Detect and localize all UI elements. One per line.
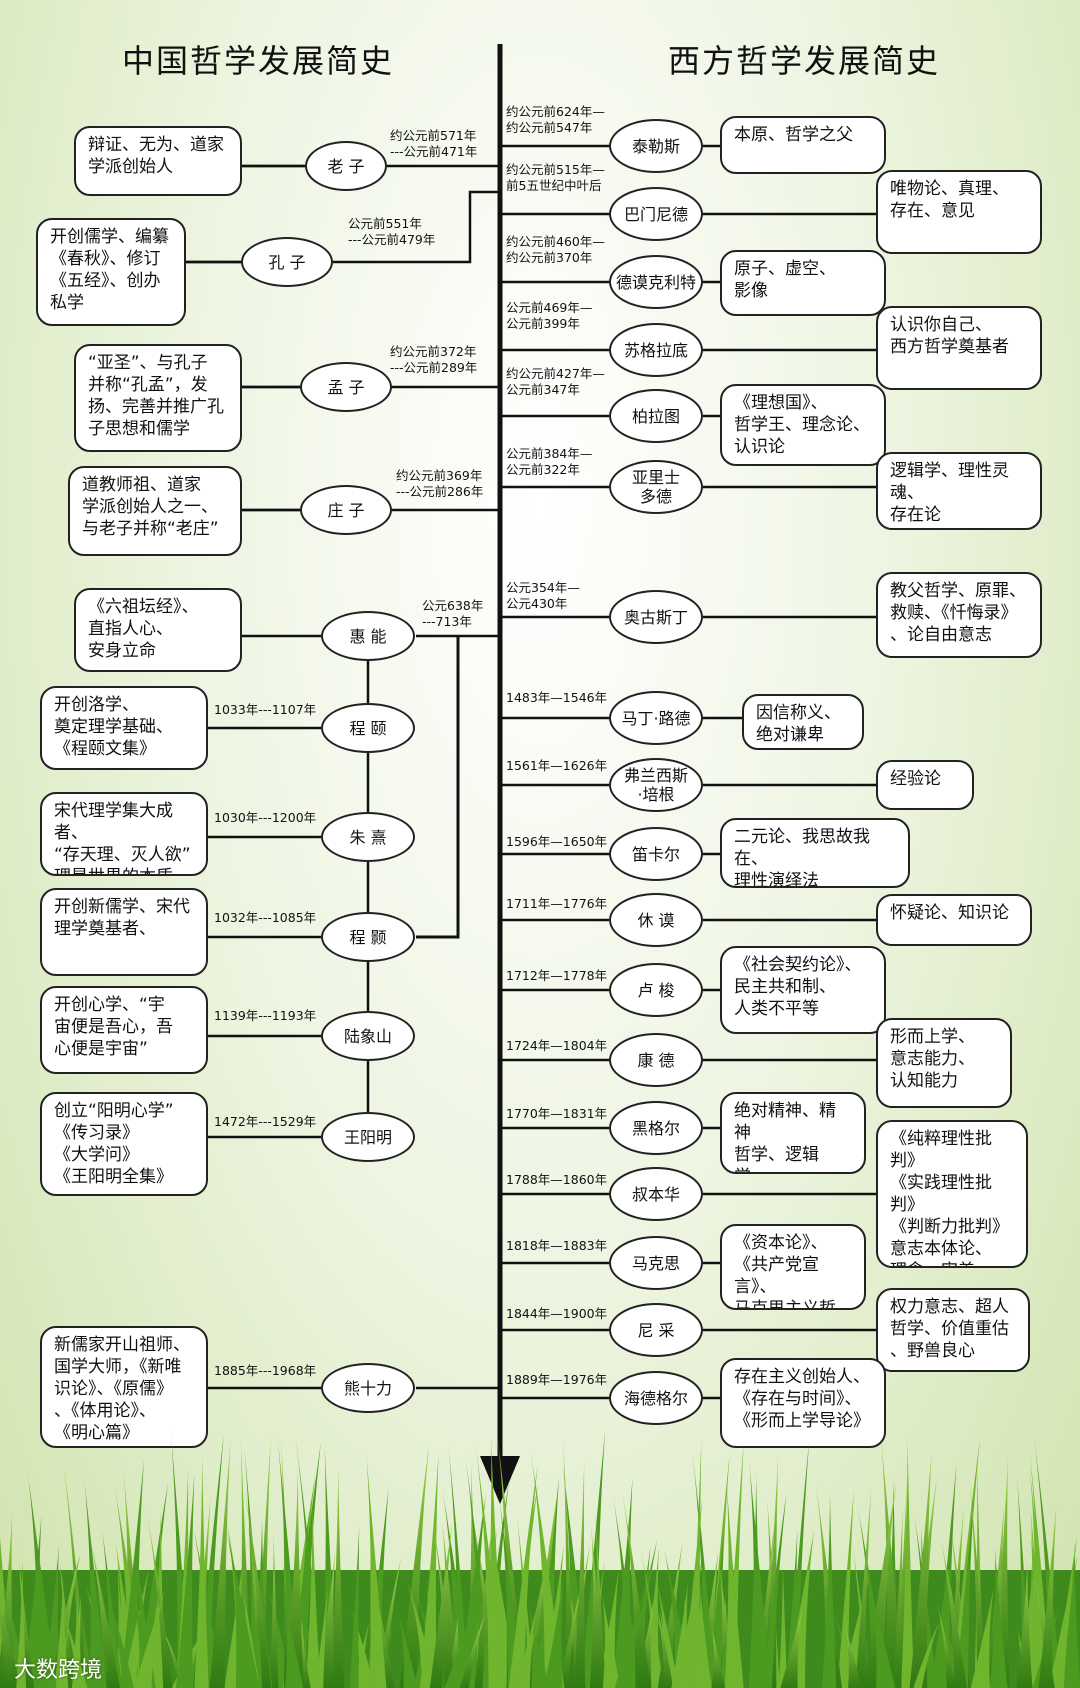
western-date: 1712年—1778年: [506, 968, 607, 984]
western-name-oval: 亚里士 多德: [609, 460, 703, 514]
western-desc-box: 经验论: [876, 760, 974, 810]
western-desc-box: 认识你自己、 西方哲学奠基者: [876, 306, 1042, 390]
western-name-oval: 马丁·路德: [609, 691, 703, 745]
chinese-history-title: 中国哲学发展简史: [122, 36, 394, 82]
western-name-oval: 苏格拉底: [609, 323, 703, 377]
chinese-date: 1032年---1085年: [214, 910, 316, 926]
western-name-oval: 卢 梭: [609, 963, 703, 1017]
western-date: 1818年—1883年: [506, 1238, 607, 1254]
western-desc-box: 《纯粹理性批判》 《实践理性批判》 《判断力批判》 意志本体论、 理念、审美、 …: [876, 1120, 1028, 1268]
chinese-desc-box: 开创新儒学、宋代 理学奠基者、: [40, 888, 208, 976]
chinese-name-oval: 王阳明: [321, 1112, 415, 1162]
chinese-name-oval: 孔 子: [241, 237, 333, 287]
western-history-title: 西方哲学发展简史: [668, 36, 940, 82]
western-date: 1596年—1650年: [506, 834, 607, 850]
western-desc-box: 本原、哲学之父: [720, 116, 886, 174]
chinese-name-oval: 庄 子: [300, 485, 392, 535]
western-name-oval: 海德格尔: [609, 1371, 703, 1425]
western-name-oval: 马克思: [609, 1236, 703, 1290]
western-name-oval: 康 德: [609, 1033, 703, 1087]
chinese-name-oval: 陆象山: [321, 1011, 415, 1061]
chinese-desc-box: 辩证、无为、道家 学派创始人: [74, 126, 242, 196]
western-date: 1770年—1831年: [506, 1106, 607, 1122]
western-date: 约公元前515年— 前5五世纪中叶后: [506, 162, 605, 194]
chinese-date: 约公元前571年 ---公元前471年: [390, 128, 477, 160]
chinese-desc-box: 创立“阳明心学” 《传习录》 《大学问》 《王阳明全集》: [40, 1092, 208, 1196]
western-date: 约公元前427年— 公元前347年: [506, 366, 605, 398]
western-date: 公元前384年— 公元前322年: [506, 446, 592, 478]
chinese-name-oval: 孟 子: [300, 362, 392, 412]
western-name-oval: 弗兰西斯 ·培根: [609, 758, 703, 812]
western-name-oval: 德谟克利特: [609, 255, 703, 309]
western-desc-box: 形而上学、 意志能力、 认知能力: [876, 1018, 1012, 1108]
western-desc-box: 权力意志、超人 哲学、价值重估 、野兽良心: [876, 1288, 1030, 1372]
western-name-oval: 黑格尔: [609, 1101, 703, 1155]
chinese-desc-box: 宋代理学集大成者、 “存天理、灭人欲” 理是世界的本质: [40, 792, 208, 876]
chinese-date: 约公元前372年 ---公元前289年: [390, 344, 477, 376]
western-date: 1483年—1546年: [506, 690, 607, 706]
chinese-date: 1030年---1200年: [214, 810, 316, 826]
western-desc-box: 绝对精神、精神 哲学、逻辑学、 自然、哲学、: [720, 1092, 866, 1174]
western-name-oval: 柏拉图: [609, 389, 703, 443]
chinese-desc-box: 开创心学、“宇 宙便是吾心，吾 心便是宇宙”: [40, 986, 208, 1074]
western-date: 1889年—1976年: [506, 1372, 607, 1388]
chinese-date: 1033年---1107年: [214, 702, 316, 718]
chinese-name-oval: 程 颢: [321, 912, 415, 962]
western-name-oval: 巴门尼德: [609, 187, 703, 241]
chinese-name-oval: 熊十力: [321, 1363, 415, 1413]
chinese-name-oval: 惠 能: [321, 611, 415, 661]
western-desc-box: 《理想国》、 哲学王、理念论、 认识论: [720, 384, 886, 466]
western-date: 约公元前460年— 约公元前370年: [506, 234, 605, 266]
western-desc-box: 二元论、我思故我在、 理性演绎法: [720, 818, 910, 888]
watermark: 大数跨境: [14, 1652, 102, 1684]
chinese-desc-box: 《六祖坛经》、 直指人心、 安身立命: [74, 588, 242, 672]
western-name-oval: 休 谟: [609, 893, 703, 947]
western-date: 1724年—1804年: [506, 1038, 607, 1054]
western-desc-box: 《资本论》、 《共产党宣言》、 马克思主义哲学: [720, 1224, 866, 1310]
chinese-date: 1472年---1529年: [214, 1114, 316, 1130]
western-desc-box: 因信称义、 绝对谦卑: [742, 694, 864, 750]
western-date: 1561年—1626年: [506, 758, 607, 774]
western-name-oval: 笛卡尔: [609, 827, 703, 881]
chinese-date: 1139年---1193年: [214, 1008, 316, 1024]
western-desc-box: 原子、虚空、 影像: [720, 250, 886, 316]
chinese-desc-box: “亚圣”、与孔子 并称“孔孟”，发 扬、完善并推广孔 子思想和儒学: [74, 344, 242, 452]
western-date: 公元354年— 公元430年: [506, 580, 580, 612]
western-date: 公元前469年— 公元前399年: [506, 300, 592, 332]
western-desc-box: 教父哲学、原罪、 救赎、《忏悔录》 、论自由意志: [876, 572, 1042, 658]
chinese-desc-box: 开创儒学、编纂 《春秋》、修订 《五经》、创办 私学: [36, 218, 186, 326]
chinese-name-oval: 老 子: [305, 141, 387, 191]
western-date: 约公元前624年— 约公元前547年: [506, 104, 605, 136]
western-desc-box: 怀疑论、知识论: [876, 894, 1032, 946]
western-date: 1788年—1860年: [506, 1172, 607, 1188]
chinese-name-oval: 程 颐: [321, 703, 415, 753]
chinese-date: 1885年---1968年: [214, 1363, 316, 1379]
chinese-date: 约公元前369年 ---公元前286年: [396, 468, 483, 500]
western-desc-box: 逻辑学、理性灵魂、 存在论: [876, 452, 1042, 530]
western-name-oval: 尼 采: [609, 1303, 703, 1357]
chinese-date: 公元638年 ---713年: [422, 598, 483, 630]
western-date: 1711年—1776年: [506, 896, 607, 912]
western-name-oval: 泰勒斯: [609, 119, 703, 173]
chinese-desc-box: 道教师祖、道家 学派创始人之一、 与老子并称“老庄”: [68, 466, 242, 556]
western-name-oval: 奥古斯丁: [609, 590, 703, 644]
western-date: 1844年—1900年: [506, 1306, 607, 1322]
chinese-name-oval: 朱 熹: [321, 812, 415, 862]
grass-decoration: [0, 1420, 1080, 1688]
chinese-desc-box: 开创洛学、 奠定理学基础、 《程颐文集》: [40, 686, 208, 770]
western-desc-box: 《社会契约论》、 民主共和制、 人类不平等: [720, 946, 886, 1034]
connector-line: [416, 636, 458, 937]
western-desc-box: 唯物论、真理、 存在、意见: [876, 170, 1042, 254]
western-name-oval: 叔本华: [609, 1167, 703, 1221]
chinese-date: 公元前551年 ---公元前479年: [348, 216, 435, 248]
